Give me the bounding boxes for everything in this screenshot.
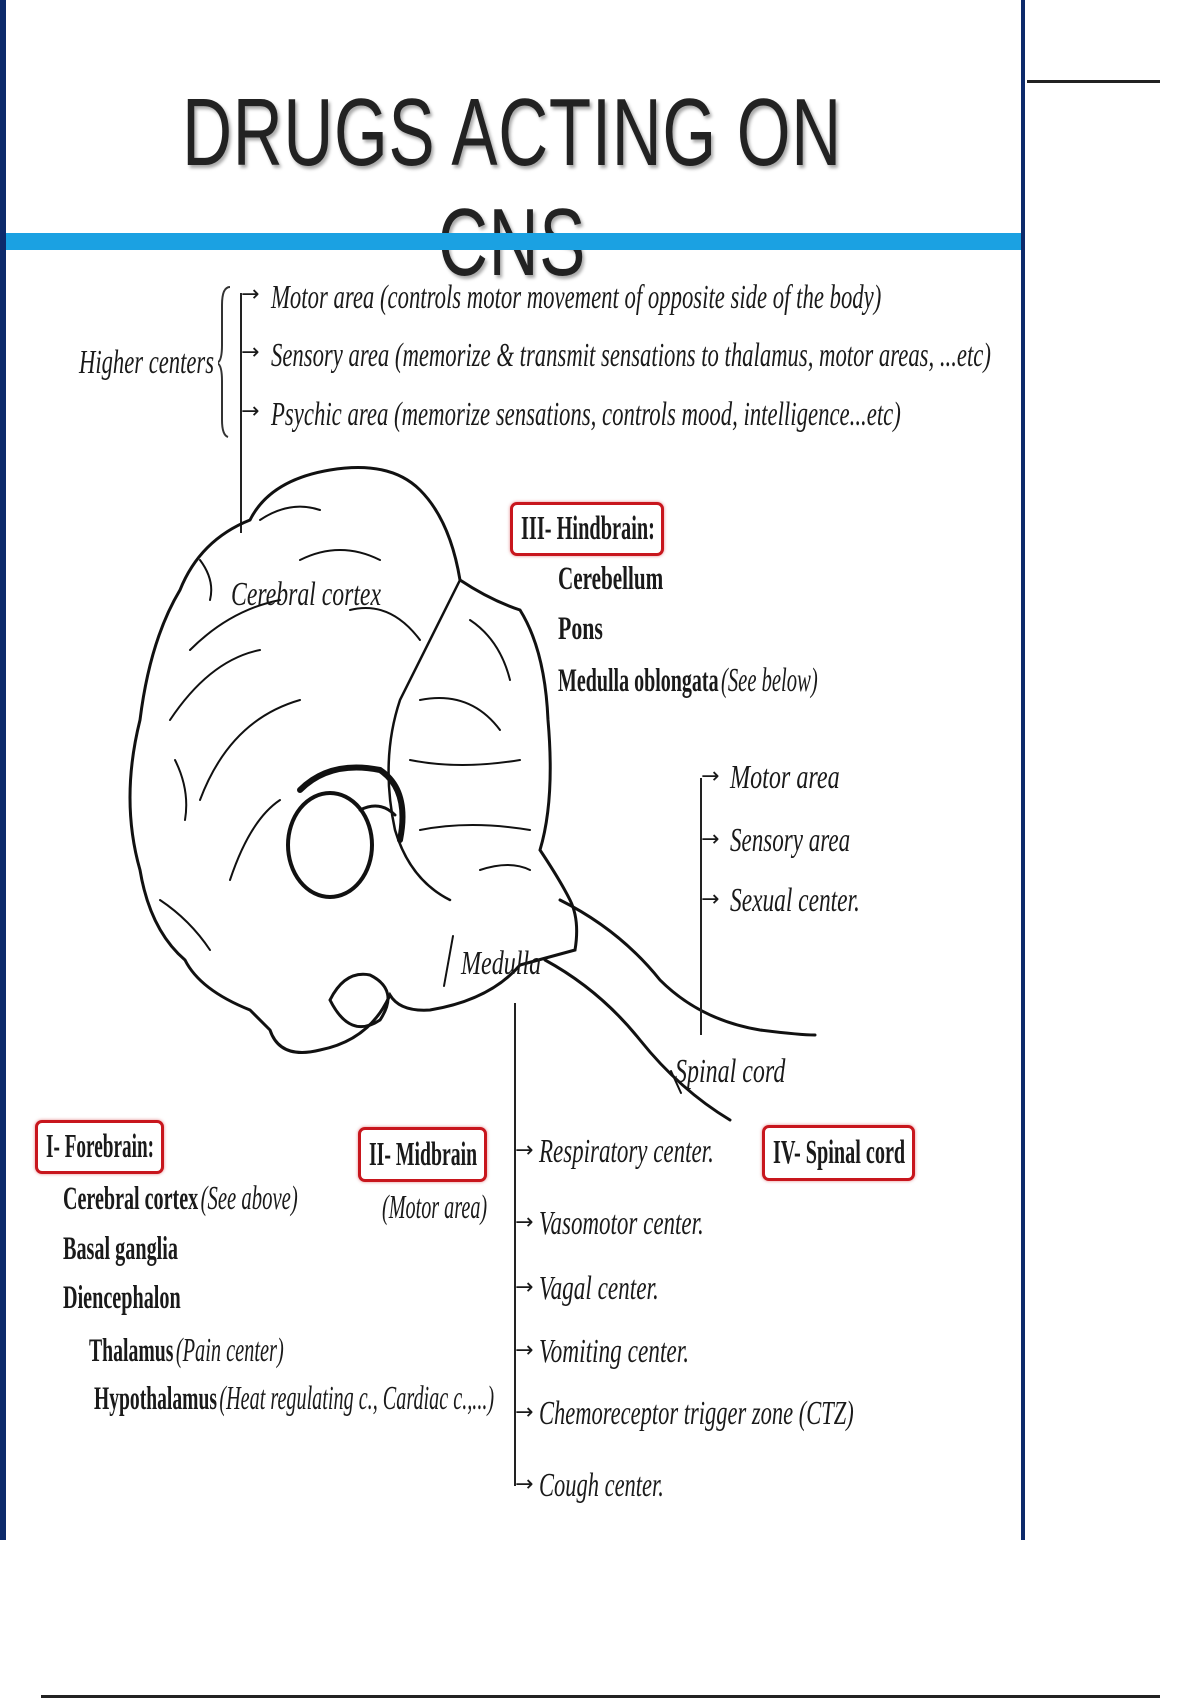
medulla-centers-line — [514, 1003, 516, 1486]
bottom-rule — [41, 1695, 1160, 1698]
medulla-ctz: Chemoreceptor trigger zone (CTZ) — [539, 1395, 854, 1432]
forebrain-cerebral-cortex: Cerebral cortex (See above) — [63, 1180, 298, 1217]
medulla-vomiting-center: Vomiting center. — [539, 1333, 690, 1370]
arrow-icon: → — [701, 827, 720, 852]
medulla-vagal-center: Vagal center. — [539, 1270, 659, 1307]
midbrain-heading-box: II- Midbrain — [358, 1127, 487, 1182]
hindbrain-medulla-oblongata: Medulla oblongata (See below) — [558, 662, 818, 699]
left-frame-border — [0, 0, 6, 1540]
arrow-icon: → — [515, 1472, 534, 1497]
higher-centers-brace — [218, 286, 242, 533]
label-medulla: Medulla — [461, 945, 542, 982]
spinal-sexual-center: Sexual center. — [730, 882, 860, 919]
midbrain-note: (Motor area) — [382, 1189, 488, 1226]
arrow-icon: → — [701, 764, 720, 789]
hindbrain-pons: Pons — [558, 611, 603, 647]
brain-illustration — [128, 466, 817, 1122]
medulla-cough-center: Cough center. — [539, 1467, 664, 1504]
arrow-icon: → — [241, 340, 260, 365]
accent-bar — [6, 233, 1021, 250]
higher-center-sensory-area: Sensory area (memorize & transmit sensat… — [271, 337, 991, 374]
forebrain-heading: I- Forebrain: — [46, 1128, 155, 1165]
arrow-icon: → — [515, 1338, 534, 1363]
arrow-icon: → — [701, 887, 720, 912]
spinal-motor-area: Motor area — [730, 759, 840, 796]
hindbrain-heading: III- Hindbrain: — [521, 510, 655, 547]
spinal-cord-heading-box: IV- Spinal cord — [762, 1125, 915, 1181]
arrow-icon: → — [241, 282, 260, 307]
forebrain-diencephalon: Diencephalon — [63, 1280, 181, 1316]
spinal-sensory-area: Sensory area — [730, 822, 851, 859]
arrow-icon: → — [515, 1210, 534, 1235]
label-cerebral-cortex: Cerebral cortex — [231, 576, 381, 613]
arrow-icon: → — [515, 1138, 534, 1163]
midbrain-heading: II- Midbrain — [369, 1135, 478, 1173]
forebrain-basal-ganglia: Basal ganglia — [63, 1231, 178, 1267]
spinal-areas-bracket — [700, 778, 702, 1035]
forebrain-heading-box: I- Forebrain: — [35, 1120, 164, 1174]
higher-center-motor-area: Motor area (controls motor movement of o… — [271, 279, 882, 316]
arrow-icon: → — [515, 1275, 534, 1300]
top-right-rule — [1027, 80, 1160, 83]
forebrain-hypothalamus: Hypothalamus (Heat regulating c., Cardia… — [94, 1380, 495, 1417]
hindbrain-heading-box: III- Hindbrain: — [510, 502, 664, 556]
arrow-icon: → — [241, 399, 260, 424]
spinal-cord-heading: IV- Spinal cord — [773, 1134, 906, 1171]
label-spinal-cord: Spinal cord — [675, 1053, 786, 1090]
forebrain-thalamus: Thalamus (Pain center) — [89, 1332, 284, 1369]
higher-center-psychic-area: Psychic area (memorize sensations, contr… — [271, 396, 901, 433]
medulla-vasomotor-center: Vasomotor center. — [539, 1205, 704, 1242]
right-frame-border — [1021, 0, 1025, 1540]
medulla-respiratory-center: Respiratory center. — [539, 1133, 714, 1170]
hindbrain-cerebellum: Cerebellum — [558, 561, 664, 597]
arrow-icon: → — [515, 1400, 534, 1425]
higher-centers-label: Higher centers — [79, 344, 215, 381]
